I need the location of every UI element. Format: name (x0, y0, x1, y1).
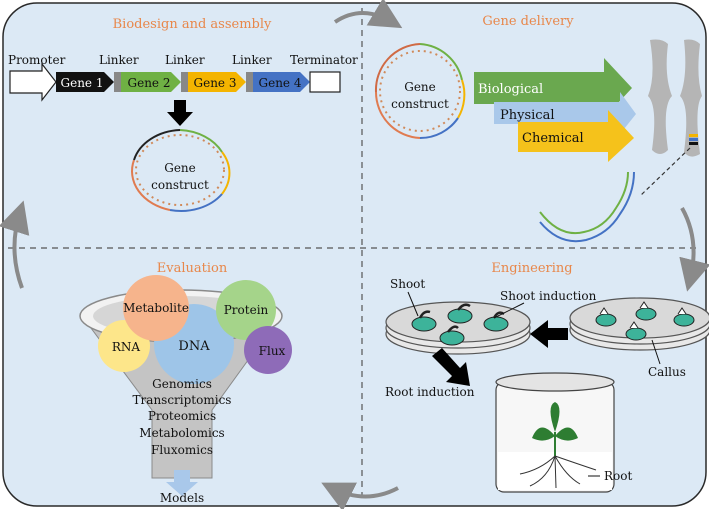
callus-label: Callus (648, 365, 686, 379)
dna-strand-icon (539, 171, 635, 243)
root-label: Root (604, 469, 632, 483)
omics-label: Metabolomics (139, 426, 224, 440)
linker-label: Linker (165, 53, 205, 67)
gene-cassette: Promoter Linker Linker Linker Terminator… (8, 53, 358, 102)
terminator-label: Terminator (290, 53, 358, 67)
molecule-label: Flux (259, 344, 286, 358)
gene-3-block (188, 72, 246, 92)
dna-plasmid-icon (374, 43, 466, 140)
cycle-arrow-icon (679, 207, 709, 292)
gene-construct-label: construct (151, 178, 209, 192)
insertion-line (639, 147, 691, 197)
cycle-arrow-icon (321, 482, 399, 509)
gene-1-block (56, 72, 114, 92)
omics-label: Proteomics (148, 409, 216, 423)
callus-pointer (651, 339, 661, 365)
down-arrow-icon (432, 348, 470, 386)
left-arrow-icon (530, 320, 568, 348)
models-label: Models (160, 491, 204, 505)
gene-2-label: Gene 2 (128, 76, 171, 90)
chromosome-icon (648, 39, 702, 157)
terminator-block (309, 71, 341, 93)
delivery-method-biological: Biological (478, 82, 543, 97)
linker-label: Linker (99, 53, 139, 67)
shoot-induction-label: Shoot induction (500, 289, 597, 303)
flux-bubble (244, 326, 292, 374)
promoter-label: Promoter (8, 53, 66, 67)
protein-bubble (216, 280, 276, 340)
gene-4-label: Gene 4 (259, 76, 302, 90)
delivery-method-chemical: Chemical (522, 131, 584, 146)
molecule-label: Metabolite (123, 301, 189, 315)
gene-construct-label: construct (391, 97, 449, 111)
petri-dish-icon (569, 297, 709, 351)
linker-block (181, 72, 188, 92)
down-arrow-icon (167, 100, 193, 126)
omics-label: Fluxomics (151, 443, 213, 457)
section-title-evaluation: Evaluation (157, 261, 228, 276)
dna-plasmid-icon (131, 129, 231, 212)
linker-block (114, 72, 121, 92)
molecule-label: DNA (178, 339, 210, 354)
models-arrow (166, 470, 198, 496)
section-title-biodesign: Biodesign and assembly (113, 17, 272, 32)
section-title-delivery: Gene delivery (482, 14, 574, 29)
root-induction-label: Root induction (385, 385, 475, 399)
molecule-label: RNA (112, 340, 141, 354)
gene-construct-label: Gene (404, 80, 436, 94)
linker-block (246, 72, 253, 92)
section-title-engineering: Engineering (491, 261, 572, 276)
cycle-arrow-icon (333, 0, 403, 29)
gene-construct-label: Gene (164, 161, 196, 175)
shoot-induction-pointer (493, 302, 525, 319)
plant-jar-icon (495, 372, 615, 493)
gene-1-label: Gene 1 (61, 76, 104, 90)
gene-2-block (121, 72, 181, 92)
promoter-arrow (9, 62, 57, 102)
gene-4-block (253, 72, 310, 92)
shoot-pointer (407, 291, 419, 317)
shoot-label: Shoot (390, 277, 425, 291)
chemical-arrow (518, 110, 634, 162)
gene-3-label: Gene 3 (194, 76, 237, 90)
molecule-label: Protein (224, 303, 269, 317)
delivery-method-physical: Physical (500, 108, 554, 123)
cycle-arrow-icon (0, 200, 30, 289)
metabolite-bubble (123, 275, 189, 341)
petri-dish-icon (385, 301, 531, 355)
omics-label: Transcriptomics (133, 393, 232, 407)
omics-label: Genomics (152, 377, 212, 391)
linker-label: Linker (232, 53, 272, 67)
